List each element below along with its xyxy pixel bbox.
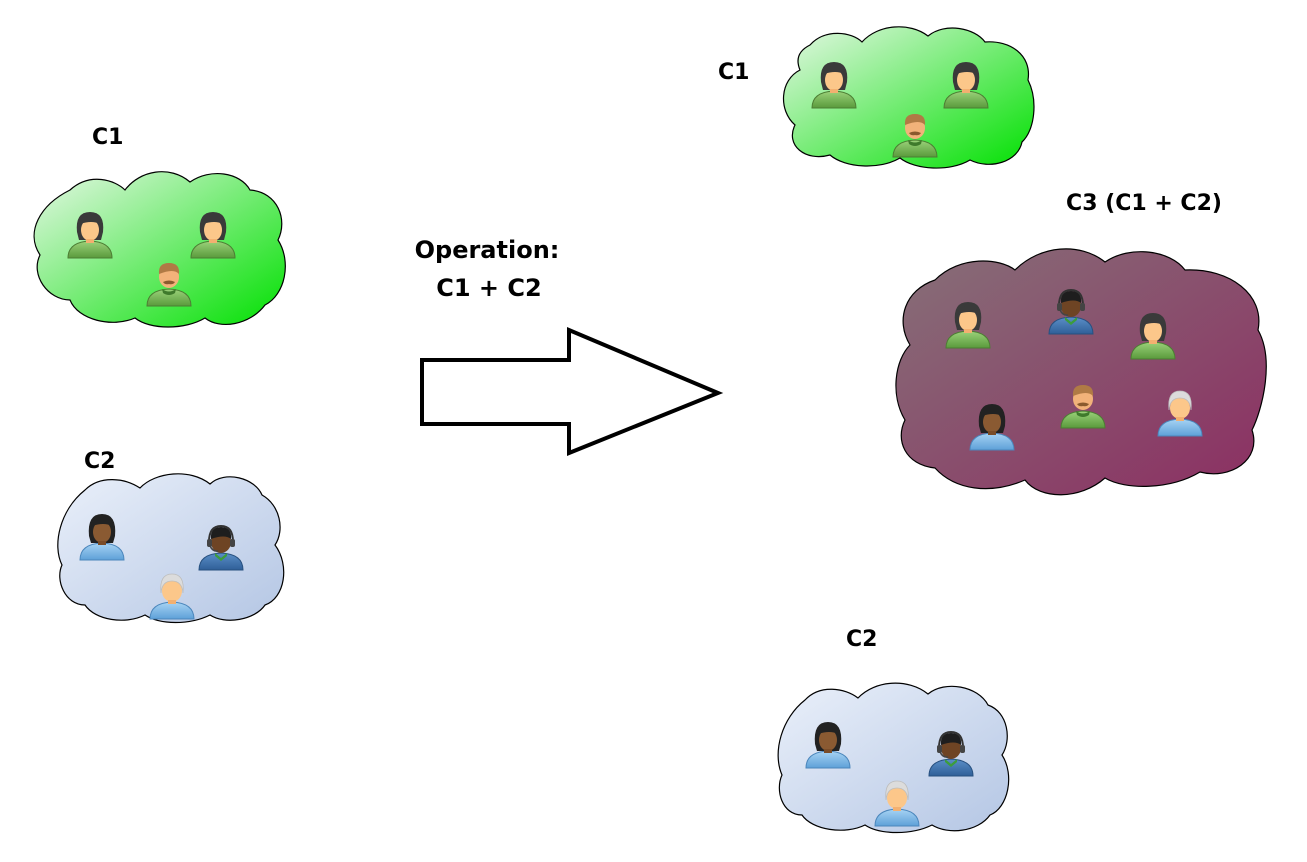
- c2-right-cloud: [777, 682, 1010, 834]
- operation-expression: C1 + C2: [436, 274, 541, 302]
- c2-left-cloud: [57, 473, 285, 624]
- c1-right-label: C1: [718, 60, 749, 85]
- operation-title: Operation:: [415, 236, 560, 264]
- c3-right-label: C3 (C1 + C2): [1066, 191, 1222, 216]
- merge-arrow: [420, 326, 724, 456]
- c2-left-label: C2: [84, 449, 115, 474]
- c3-right-cloud: [895, 248, 1267, 496]
- c1-right-cloud: [782, 26, 1035, 169]
- c1-left-cloud: [33, 171, 286, 328]
- c2-right-label: C2: [846, 627, 877, 652]
- c1-left-label: C1: [92, 125, 123, 150]
